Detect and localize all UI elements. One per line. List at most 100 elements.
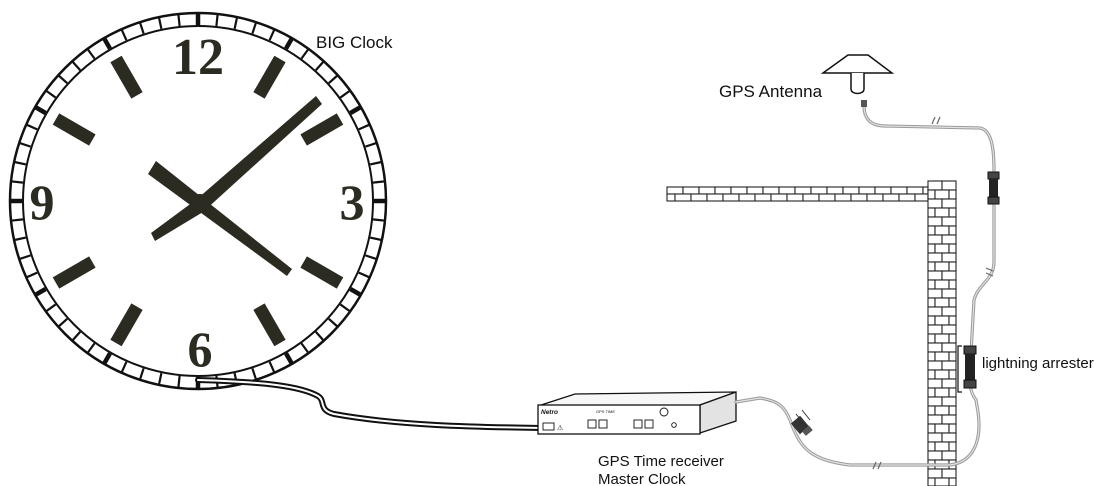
- minute-tick: [251, 22, 257, 34]
- brick-wall: [666, 180, 957, 486]
- brick: [882, 193, 900, 202]
- brick: [927, 468, 943, 479]
- brick: [948, 207, 957, 218]
- brick: [941, 198, 957, 209]
- brick: [927, 216, 943, 227]
- brick: [941, 468, 957, 479]
- antenna-stem: [850, 73, 865, 95]
- minute-tick: [87, 49, 96, 60]
- hour-mark: [52, 113, 96, 146]
- hour-mark: [300, 256, 344, 289]
- brick: [948, 441, 957, 452]
- brick: [927, 252, 943, 263]
- lightning-arrester: [957, 345, 977, 393]
- device-led: [671, 422, 677, 428]
- brick: [934, 333, 950, 344]
- minute-tick: [365, 254, 377, 260]
- minute-tick: [365, 142, 377, 148]
- brick: [674, 193, 692, 202]
- numeral-six: 6: [188, 321, 213, 377]
- minute-tick: [358, 123, 370, 131]
- minute-tick: [34, 105, 47, 115]
- brick: [927, 306, 943, 317]
- brick: [927, 477, 936, 486]
- minute-tick: [233, 17, 238, 30]
- brick: [890, 186, 908, 195]
- brick: [927, 423, 936, 434]
- antenna-label: GPS Antenna: [719, 82, 823, 101]
- minute-tick: [72, 331, 82, 341]
- brick: [906, 186, 924, 195]
- brick: [948, 405, 957, 416]
- cable-connector-lower: [790, 409, 813, 436]
- brick: [934, 405, 950, 416]
- hour-mark: [110, 303, 143, 347]
- brick: [834, 193, 852, 202]
- brick: [941, 270, 957, 281]
- minute-tick: [46, 90, 57, 99]
- brick: [786, 193, 804, 202]
- brick: [682, 186, 700, 195]
- brick: [941, 180, 957, 191]
- gps-time-receiver-device: Netro ⚠ GPS TIME: [537, 391, 737, 435]
- brick: [948, 333, 957, 344]
- minute-tick: [14, 236, 27, 241]
- brick: [941, 360, 957, 371]
- hour-mark: [52, 256, 96, 289]
- brick: [927, 207, 936, 218]
- clock-minute-ring: [11, 14, 385, 388]
- brick: [874, 186, 892, 195]
- brick: [948, 477, 957, 486]
- brick: [922, 186, 929, 195]
- hour-mark: [253, 303, 286, 347]
- minute-tick: [102, 352, 112, 365]
- brick: [762, 186, 780, 195]
- minute-tick: [372, 180, 385, 184]
- brick: [927, 261, 936, 272]
- device-brand: Netro: [541, 409, 558, 416]
- brick: [948, 243, 957, 254]
- brick: [778, 186, 796, 195]
- minute-tick: [158, 372, 163, 385]
- minute-tick: [177, 14, 181, 27]
- brick: [948, 189, 957, 200]
- minute-tick: [19, 142, 31, 148]
- minute-tick: [58, 75, 68, 85]
- brick: [714, 186, 732, 195]
- minute-tick: [314, 331, 324, 341]
- minute-tick: [284, 37, 294, 50]
- minute-tick: [328, 317, 338, 327]
- minute-tick: [19, 254, 31, 260]
- brick: [927, 405, 936, 416]
- brick: [927, 189, 936, 200]
- brick: [927, 387, 936, 398]
- brick: [850, 193, 868, 202]
- brick: [927, 198, 943, 209]
- brick-wall-horizontal: [666, 186, 929, 202]
- minute-tick: [358, 271, 370, 279]
- brick: [666, 186, 684, 195]
- minute-tick: [34, 287, 47, 297]
- gps-antenna-cable: [734, 104, 1000, 470]
- brick: [927, 351, 936, 362]
- brick: [746, 186, 764, 195]
- brick: [927, 315, 936, 326]
- cable-break-mark: [872, 116, 994, 470]
- brick: [858, 186, 876, 195]
- minute-tick: [26, 271, 38, 279]
- receiver-label-line1: GPS Time receiver: [598, 453, 724, 470]
- minute-tick: [215, 14, 219, 27]
- brick: [948, 387, 957, 398]
- brick: [934, 369, 950, 380]
- minute-tick: [120, 29, 128, 41]
- device-warning-icon: ⚠: [557, 424, 563, 432]
- brick: [914, 193, 929, 202]
- brick: [941, 396, 957, 407]
- brick: [927, 396, 943, 407]
- brick: [770, 193, 788, 202]
- brick: [690, 193, 708, 202]
- device-port-1: [587, 419, 597, 429]
- minute-tick: [339, 90, 350, 99]
- brick: [934, 351, 950, 362]
- minute-tick: [139, 22, 145, 34]
